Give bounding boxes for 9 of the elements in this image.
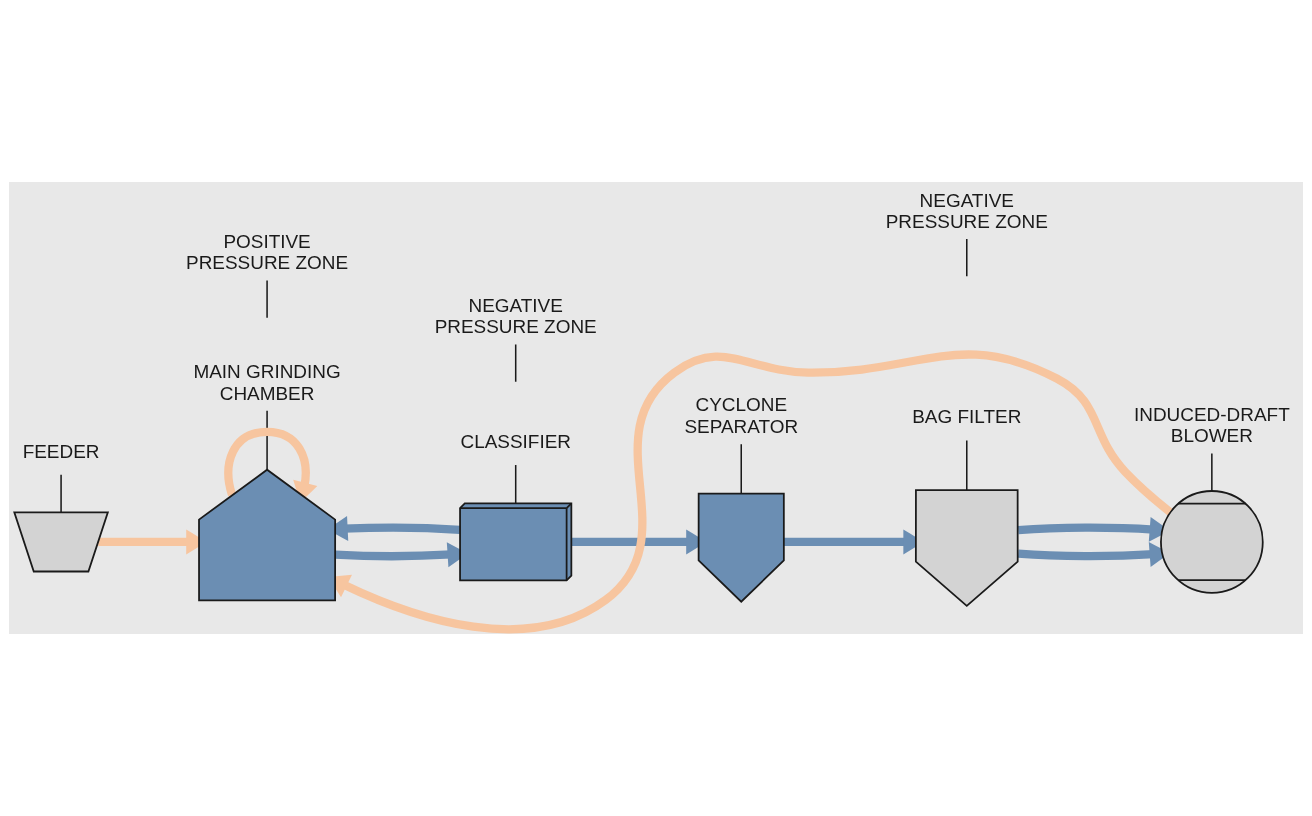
node-text: INDUCED-DRAFT BLOWER bbox=[1134, 403, 1290, 447]
node-text: POSITIVE PRESSURE ZONE bbox=[186, 231, 349, 274]
node-text: FEEDER bbox=[22, 440, 100, 462]
node-text: NEGATIVE PRESSURE ZONE bbox=[434, 295, 597, 338]
node-text: MAIN GRINDING CHAMBER bbox=[193, 361, 341, 404]
node-text: NEGATIVE PRESSURE ZONE bbox=[885, 189, 1048, 232]
node-text: CYCLONE SEPARATOR bbox=[684, 394, 799, 437]
node-text: BAG FILTER bbox=[912, 406, 1022, 428]
node-text: CLASSIFIER bbox=[460, 431, 571, 453]
